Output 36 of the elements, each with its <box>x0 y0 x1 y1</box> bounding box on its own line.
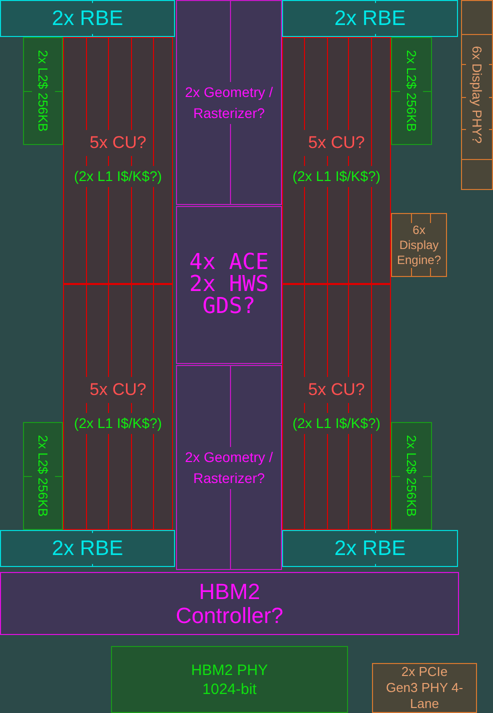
rbe-block <box>282 530 458 567</box>
rbe-block <box>0 530 175 567</box>
memory-controller-block <box>0 572 459 635</box>
io-block <box>461 0 493 190</box>
compute-unit-block <box>63 37 173 284</box>
ace-block <box>176 206 282 364</box>
block-label: 2x L2$ 256KB <box>400 50 423 132</box>
cache-block <box>391 37 432 145</box>
block-label: (2x L1 I$/K$?) <box>292 412 380 434</box>
io-block <box>391 213 447 277</box>
cache-block <box>23 37 63 145</box>
block-label: (2x L1 I$/K$?) <box>74 412 162 434</box>
rbe-block <box>0 0 175 37</box>
block-label: 2x L2$ 256KB <box>32 50 54 132</box>
rbe-block <box>282 0 458 37</box>
block-label: 6x Display Engine? <box>392 222 446 268</box>
block-label: 2x Geometry / Rasterizer? <box>184 82 274 124</box>
compute-unit-block <box>282 284 391 530</box>
block-label: 2x L2$ 256KB <box>400 435 423 517</box>
block-label: HBM2 PHY 1024-bit <box>190 660 269 698</box>
block-label: HBM2 Controller? <box>174 580 284 628</box>
block-label: (2x L1 I$/K$?) <box>74 166 162 186</box>
block-label: (2x L1 I$/K$?) <box>292 166 380 186</box>
geometry-block <box>176 365 282 570</box>
io-block <box>372 663 477 713</box>
compute-unit-block <box>63 284 173 530</box>
cache-block <box>391 422 432 530</box>
block-label: 6x Display PHY? <box>466 46 488 144</box>
block-label: 4x ACE 2x HWS GDS? <box>188 252 270 318</box>
cache-block <box>23 422 63 530</box>
block-label: 2x L2$ 256KB <box>32 435 54 517</box>
block-label: 2x Geometry / Rasterizer? <box>184 446 274 488</box>
phy-block <box>111 646 348 713</box>
block-label: 2x PCIe Gen3 PHY 4-Lane <box>384 664 464 712</box>
compute-unit-block <box>282 37 391 284</box>
geometry-block <box>176 0 282 205</box>
